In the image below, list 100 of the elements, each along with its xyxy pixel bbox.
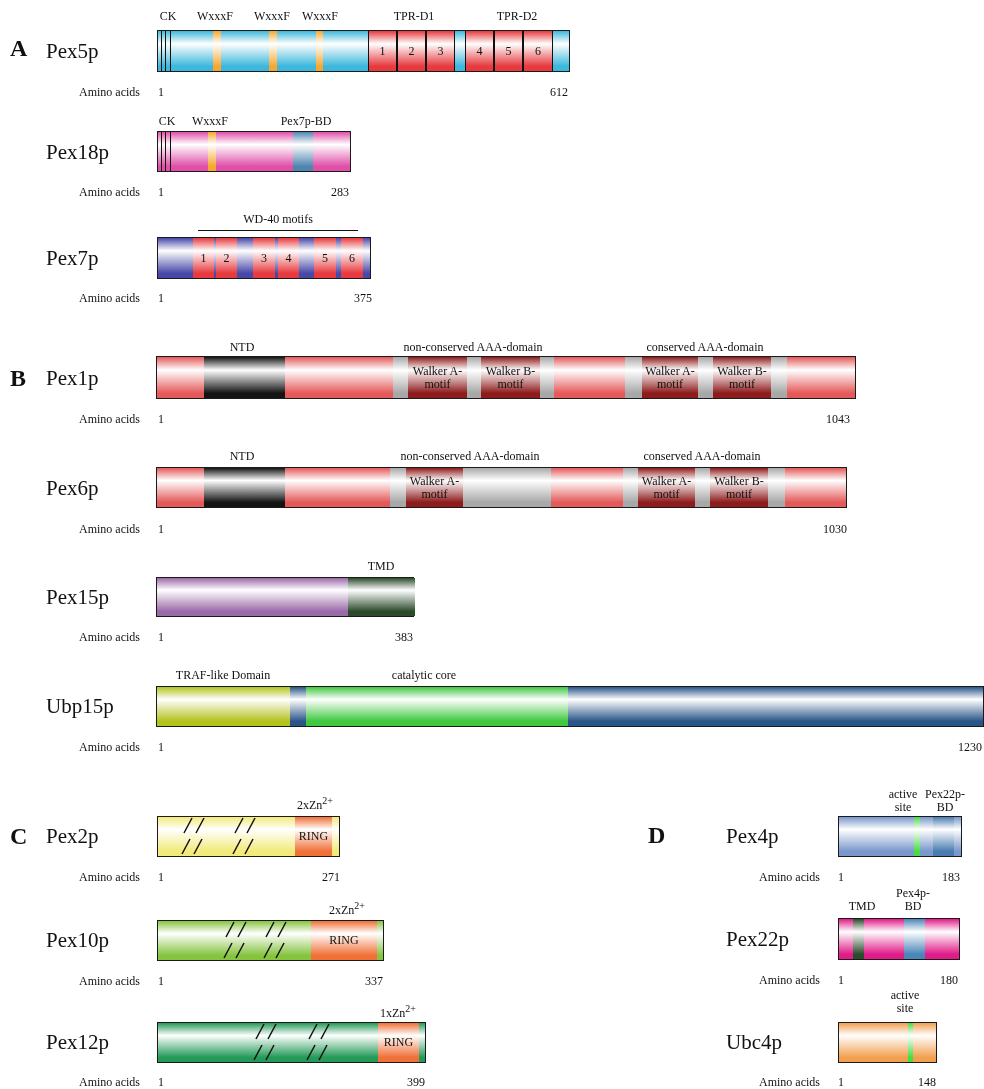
protein-name: Pex5p xyxy=(46,39,99,63)
position-number: 1 xyxy=(158,1075,164,1089)
domain-label: 2xZn$^{2+}$ xyxy=(297,794,333,812)
motif-label: WxxxF xyxy=(254,9,290,23)
protein-bar xyxy=(157,920,384,961)
position-number: 148 xyxy=(918,1075,936,1089)
protein-name: Ubp15p xyxy=(46,694,114,718)
protein-name: Pex1p xyxy=(46,366,99,390)
domain-box: 6 xyxy=(341,238,363,278)
axis-label: Amino acids xyxy=(759,973,820,987)
panel-letter: A xyxy=(10,35,28,61)
domain-box: 3 xyxy=(426,31,455,71)
axis-label: Amino acids xyxy=(79,412,140,426)
position-number: 1 xyxy=(158,870,164,884)
domain-label: NTD xyxy=(229,449,255,463)
domain-box: 2 xyxy=(397,31,426,71)
axis-label: Amino acids xyxy=(79,740,140,754)
position-number: 337 xyxy=(365,974,383,988)
domain-label: conserved AAA-domain xyxy=(643,449,761,463)
domain-box: Walker B-motif xyxy=(481,357,540,398)
domain-label: 1xZn$^{2+}$ xyxy=(380,1002,416,1020)
position-number: 612 xyxy=(550,85,568,99)
domain-label: Pex7p-BD xyxy=(280,114,332,128)
panel-letter: C xyxy=(10,823,28,849)
protein-name: Pex10p xyxy=(46,928,109,952)
domain-label: TPR-D2 xyxy=(496,9,538,23)
position-number: 1 xyxy=(838,973,844,987)
axis-label: Amino acids xyxy=(79,1075,140,1089)
domain-label: conserved AAA-domain xyxy=(646,340,764,354)
site-label: active site xyxy=(889,989,921,1015)
position-number: 1 xyxy=(158,412,164,426)
domain-box: RING xyxy=(295,817,332,856)
domain-label: CK xyxy=(159,9,177,23)
position-number: 271 xyxy=(322,870,340,884)
position-number: 1 xyxy=(158,291,164,305)
position-number: 1 xyxy=(158,740,164,754)
panel-letter: D xyxy=(648,822,666,848)
protein-bar xyxy=(157,237,371,279)
position-number: 383 xyxy=(395,630,413,644)
position-number: 1 xyxy=(158,974,164,988)
protein-bar xyxy=(157,1022,426,1063)
domain-box: 1 xyxy=(368,31,397,71)
domain-box: 5 xyxy=(314,238,336,278)
domain-label: TMD xyxy=(848,899,876,913)
motif-label: WxxxF xyxy=(302,9,338,23)
domain-label: CK xyxy=(158,114,176,128)
protein-name: Pex4p xyxy=(726,824,779,848)
position-number: 399 xyxy=(407,1075,425,1089)
position-number: 1 xyxy=(158,85,164,99)
axis-label: Amino acids xyxy=(79,291,140,305)
domain-label: non-conserved AAA-domain xyxy=(400,449,540,463)
protein-name: Pex15p xyxy=(46,585,109,609)
domain-box: Walker A-motif xyxy=(638,468,695,507)
position-number: 283 xyxy=(331,185,349,199)
axis-label: Amino acids xyxy=(759,870,820,884)
domain-box: Walker B-motif xyxy=(710,468,768,507)
motif-label: WxxxF xyxy=(192,114,228,128)
axis-label: Amino acids xyxy=(79,85,140,99)
protein-bar xyxy=(838,816,962,857)
protein-name: Pex22p xyxy=(726,927,789,951)
domain-box: 3 xyxy=(253,238,275,278)
protein-bar xyxy=(156,577,414,617)
site-label: active site xyxy=(887,788,919,814)
position-number: 1 xyxy=(158,522,164,536)
protein-bar xyxy=(156,467,847,508)
protein-name: Pex18p xyxy=(46,140,109,164)
domain-box: Walker A-motif xyxy=(642,357,698,398)
protein-bar xyxy=(838,1022,937,1063)
protein-name: Pex6p xyxy=(46,476,99,500)
domain-box: Walker B-motif xyxy=(713,357,771,398)
domain-label: Pex4p-BD xyxy=(895,887,931,913)
domain-box: RING xyxy=(311,921,377,960)
position-number: 180 xyxy=(940,973,958,987)
domain-box: RING xyxy=(378,1023,419,1062)
position-number: 183 xyxy=(942,870,960,884)
protein-bar xyxy=(157,30,570,72)
motif-label: WxxxF xyxy=(197,9,233,23)
protein-name: Pex2p xyxy=(46,824,99,848)
protein-bar xyxy=(838,918,960,960)
domain-box: 6 xyxy=(523,31,553,71)
axis-label: Amino acids xyxy=(759,1075,820,1089)
position-number: 1043 xyxy=(826,412,850,426)
domain-box: 4 xyxy=(278,238,299,278)
position-number: 1 xyxy=(838,1075,844,1089)
domain-label: non-conserved AAA-domain xyxy=(403,340,543,354)
axis-label: Amino acids xyxy=(79,522,140,536)
domain-box: 2 xyxy=(216,238,237,278)
protein-name: Ubc4p xyxy=(726,1030,782,1054)
domain-label: Pex22p-BD xyxy=(924,788,966,814)
position-number: 1 xyxy=(158,630,164,644)
axis-label: Amino acids xyxy=(79,974,140,988)
domain-label: WD-40 motifs xyxy=(243,212,313,226)
domain-label: TRAF-like Domain xyxy=(175,668,271,682)
domain-box: Walker A-motif xyxy=(406,468,463,507)
axis-label: Amino acids xyxy=(79,185,140,199)
protein-bar xyxy=(156,686,984,727)
position-number: 1 xyxy=(158,185,164,199)
domain-label: TPR-D1 xyxy=(393,9,435,23)
protein-bar xyxy=(157,816,340,857)
protein-name: Pex7p xyxy=(46,246,99,270)
